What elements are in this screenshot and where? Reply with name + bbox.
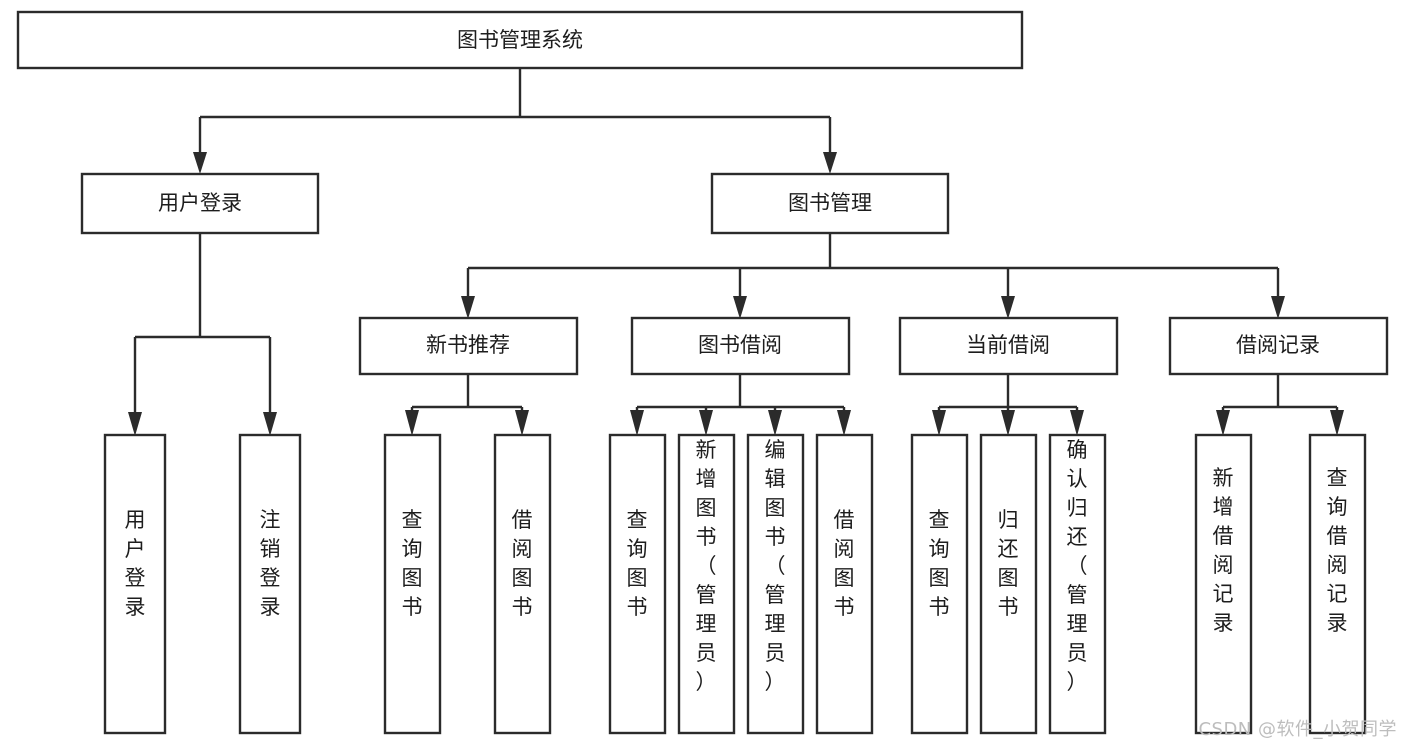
node-user-login-box[interactable] [80,172,320,235]
leaf-node-borrow-book-bb[interactable]: 借阅图书 [815,433,874,735]
arrowhead-nb-leaf-1 [405,410,419,436]
leaf-node-query-book-cb[interactable]: 查询图书 [910,433,969,735]
leaf-confirm-return-box[interactable] [1048,433,1107,735]
arrowhead-bb-leaf-4 [837,410,851,436]
leaf-node-query-book-nb[interactable]: 查询图书 [383,433,442,735]
leaf-confirm-return-label: 确认归还（管理员） [1067,438,1088,694]
leaf-node-edit-book[interactable]: 编辑图书（管理员） [746,433,805,735]
arrowhead-cb-leaf-1 [932,410,946,436]
leaf-borrow-book-bb-label: 借阅图书 [834,508,855,619]
leaf-add-book-label: 新增图书（管理员） [696,438,717,694]
leaf-borrow-book-nb-label: 借阅图书 [512,508,533,619]
arrowhead-br-leaf-1 [1216,410,1230,436]
leaf-node-logout[interactable]: 注销登录 [238,433,302,735]
arrowhead-user-login [193,152,207,174]
node-new-book-recommend-label: 新书推荐 [426,333,510,357]
leaf-node-add-book[interactable]: 新增图书（管理员） [677,433,736,735]
node-current-borrow[interactable]: 当前借阅 [898,316,1119,376]
leaf-borrow-book-nb-box[interactable] [493,433,552,735]
arrowhead-leaf-logout [263,412,277,436]
node-user-login-label: 用户登录 [158,191,242,215]
leaf-node-query-borrow-record[interactable]: 查询借阅记录 [1308,433,1367,735]
leaf-node-query-book-bb[interactable]: 查询图书 [608,433,667,735]
node-root-label: 图书管理系统 [457,28,583,52]
arrowhead-bb-leaf-2 [699,410,713,436]
leaf-add-borrow-record-label: 新增借阅记录 [1213,466,1234,635]
node-root-book-management-system[interactable]: 图书管理系统 [16,10,1024,70]
leaf-query-book-cb-box[interactable] [910,433,969,735]
leaf-logout-label: 注销登录 [260,508,281,619]
leaf-query-book-bb-label: 查询图书 [627,508,648,619]
node-root-box[interactable] [16,10,1024,70]
node-current-borrow-label: 当前借阅 [966,333,1050,357]
leaf-add-book-box[interactable] [677,433,736,735]
arrowhead-bb-leaf-3 [768,410,782,436]
leaf-node-borrow-book-nb[interactable]: 借阅图书 [493,433,552,735]
node-borrow-record-box[interactable] [1168,316,1389,376]
arrowhead-new-book [461,296,475,319]
node-book-management-label: 图书管理 [788,191,872,215]
node-book-management[interactable]: 图书管理 [710,172,950,235]
node-book-borrow-box[interactable] [630,316,851,376]
leaf-node-user-login[interactable]: 用户登录 [103,433,167,735]
leaf-edit-book-label: 编辑图书（管理员） [765,438,786,694]
arrowhead-cb-leaf-3 [1070,410,1084,436]
leaf-query-borrow-record-label: 查询借阅记录 [1327,466,1348,635]
node-book-management-box[interactable] [710,172,950,235]
node-book-borrow-label: 图书借阅 [698,333,782,357]
leaf-user-login-label: 用户登录 [125,508,146,619]
node-borrow-record[interactable]: 借阅记录 [1168,316,1389,376]
leaf-logout-box[interactable] [238,433,302,735]
connector-layer [128,68,1344,436]
node-user-login[interactable]: 用户登录 [80,172,320,235]
leaf-query-borrow-record-box[interactable] [1308,433,1367,735]
node-book-borrow[interactable]: 图书借阅 [630,316,851,376]
arrowhead-book-manage [823,152,837,174]
leaf-query-book-nb-box[interactable] [383,433,442,735]
leaf-query-book-cb-label: 查询图书 [929,508,950,619]
arrowhead-borrow-record [1271,296,1285,319]
leaf-return-book-label: 归还图书 [998,508,1019,619]
node-new-book-recommend[interactable]: 新书推荐 [358,316,579,376]
leaf-node-return-book[interactable]: 归还图书 [979,433,1038,735]
leaf-query-book-bb-box[interactable] [608,433,667,735]
leaf-edit-book-box[interactable] [746,433,805,735]
arrowhead-current-borrow [1001,296,1015,319]
node-current-borrow-box[interactable] [898,316,1119,376]
arrowhead-cb-leaf-2 [1001,410,1015,436]
leaf-borrow-book-bb-box[interactable] [815,433,874,735]
arrowhead-book-borrow [733,296,747,319]
leaf-add-borrow-record-box[interactable] [1194,433,1253,735]
leaf-node-confirm-return[interactable]: 确认归还（管理员） [1048,433,1107,735]
leaf-user-login-box[interactable] [103,433,167,735]
leaf-node-add-borrow-record[interactable]: 新增借阅记录 [1194,433,1253,735]
arrowhead-bb-leaf-1 [630,410,644,436]
arrowhead-leaf-user-login [128,412,142,436]
leaf-query-book-nb-label: 查询图书 [402,508,423,619]
node-borrow-record-label: 借阅记录 [1236,333,1320,357]
leaf-return-book-box[interactable] [979,433,1038,735]
arrowhead-br-leaf-2 [1330,410,1344,436]
node-new-book-recommend-box[interactable] [358,316,579,376]
arrowhead-nb-leaf-2 [515,410,529,436]
